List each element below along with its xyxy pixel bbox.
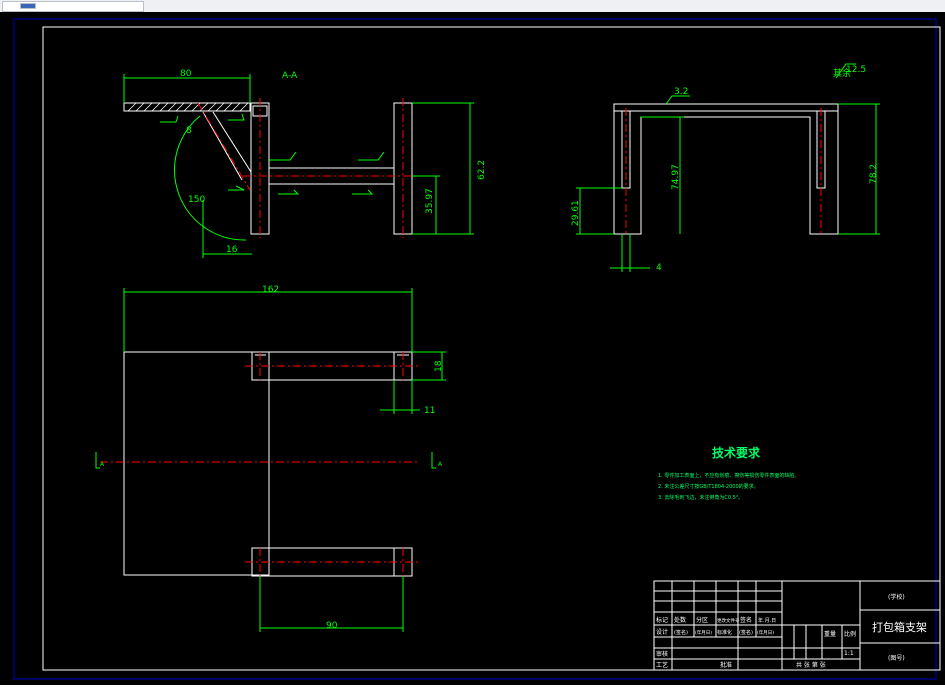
tb-row-a-5: 年.月.日 xyxy=(758,617,776,624)
tb-row-b-4: (签名) xyxy=(739,629,753,636)
tb-row-a-4: 签名 xyxy=(740,616,752,624)
dim-slot-offset: 11 xyxy=(424,406,435,416)
roughness-corner: 12.5 xyxy=(846,65,866,75)
top-dimensions xyxy=(95,288,446,632)
tb-row-b-5: (年月日) xyxy=(757,629,774,636)
dim-slot-height: 18 xyxy=(434,360,444,372)
cad-viewport[interactable]: 80 A-A 8 150 16 62.2 35.97 3.2 其余 12.5 xyxy=(0,12,945,685)
drawing-frame xyxy=(42,26,941,671)
top-view xyxy=(123,351,413,577)
section-view-aa xyxy=(123,102,413,235)
document-tab-icon[interactable] xyxy=(20,3,36,9)
tb-row-a-0: 标记 xyxy=(656,616,668,624)
dim-top-width: 80 xyxy=(180,69,192,79)
tb-scale-value: 1:1 xyxy=(844,650,854,657)
tb-row-a-1: 处数 xyxy=(674,616,686,624)
side-view xyxy=(613,103,839,235)
tech-heading: 技术要求 xyxy=(712,445,761,460)
hatched-plate xyxy=(123,102,251,112)
tb-row-a-3: 更改文件号 xyxy=(717,617,740,624)
tb-weight-label: 重量 xyxy=(824,630,836,638)
dim-slot-length: 90 xyxy=(326,621,338,631)
tb-school: (学校) xyxy=(888,593,905,601)
document-tab[interactable] xyxy=(2,1,144,12)
section-mark-label: A-A xyxy=(282,71,298,81)
tb-row-b-0: 设计 xyxy=(656,628,668,636)
tech-item-1: 1. 零件加工表面上，不应有划痕、擦伤等损伤零件表面的缺陷。 xyxy=(658,472,799,479)
sheet-border xyxy=(13,18,937,680)
tb-scale-label: 比例 xyxy=(844,630,856,638)
tb-row-b-3: 标准化 xyxy=(717,629,732,636)
dim-height-inner: 35.97 xyxy=(425,188,435,214)
tb-approve-label: 批准 xyxy=(720,661,732,669)
side-centerlines xyxy=(625,108,822,236)
roughness-top: 3.2 xyxy=(674,87,688,97)
tb-row-a-2: 分区 xyxy=(696,616,708,624)
section-dimensions xyxy=(123,74,474,258)
section-centerlines xyxy=(197,98,420,238)
tb-row-b-1: (签名) xyxy=(674,629,688,636)
tb-process-label: 工艺 xyxy=(656,661,668,669)
dim-side-total: 78.2 xyxy=(869,164,879,184)
view-mark-right: A xyxy=(438,461,443,468)
tech-requirements: 技术要求 1. 零件加工表面上，不应有划痕、擦伤等损伤零件表面的缺陷。 2. 未… xyxy=(658,445,799,501)
dim-bottom-left: 16 xyxy=(226,245,238,255)
dim-side-height: 74.97 xyxy=(671,164,681,190)
tb-drawing-number: (图号) xyxy=(888,655,905,662)
dim-side-thickness: 4 xyxy=(656,263,662,273)
dim-overall-width: 162 xyxy=(262,285,279,295)
tb-drawing-name: 打包箱支架 xyxy=(872,620,927,634)
weld-symbol-label: 其余 xyxy=(833,67,851,79)
tb-review-label: 审核 xyxy=(656,650,668,658)
dim-angle: 150 xyxy=(188,195,205,205)
top-centerlines xyxy=(100,352,420,576)
tech-item-2: 2. 未注公差尺寸按GB/T1804-2000的要求。 xyxy=(658,483,759,490)
tb-row-b-2: (年月日) xyxy=(695,629,712,636)
dim-chamfer: 8 xyxy=(186,126,192,136)
title-block xyxy=(653,580,941,671)
tech-item-3: 3. 去除毛刺飞边，未注倒角为C0.5°。 xyxy=(658,494,743,501)
view-mark-left: A xyxy=(100,461,105,468)
dim-height-right: 62.2 xyxy=(477,160,487,180)
side-dimensions xyxy=(576,63,880,272)
cad-drawing: 80 A-A 8 150 16 62.2 35.97 3.2 其余 12.5 xyxy=(13,18,941,680)
dim-side-low: 29.61 xyxy=(571,200,581,226)
tb-sheets-label: 共 张 第 张 xyxy=(796,661,826,669)
